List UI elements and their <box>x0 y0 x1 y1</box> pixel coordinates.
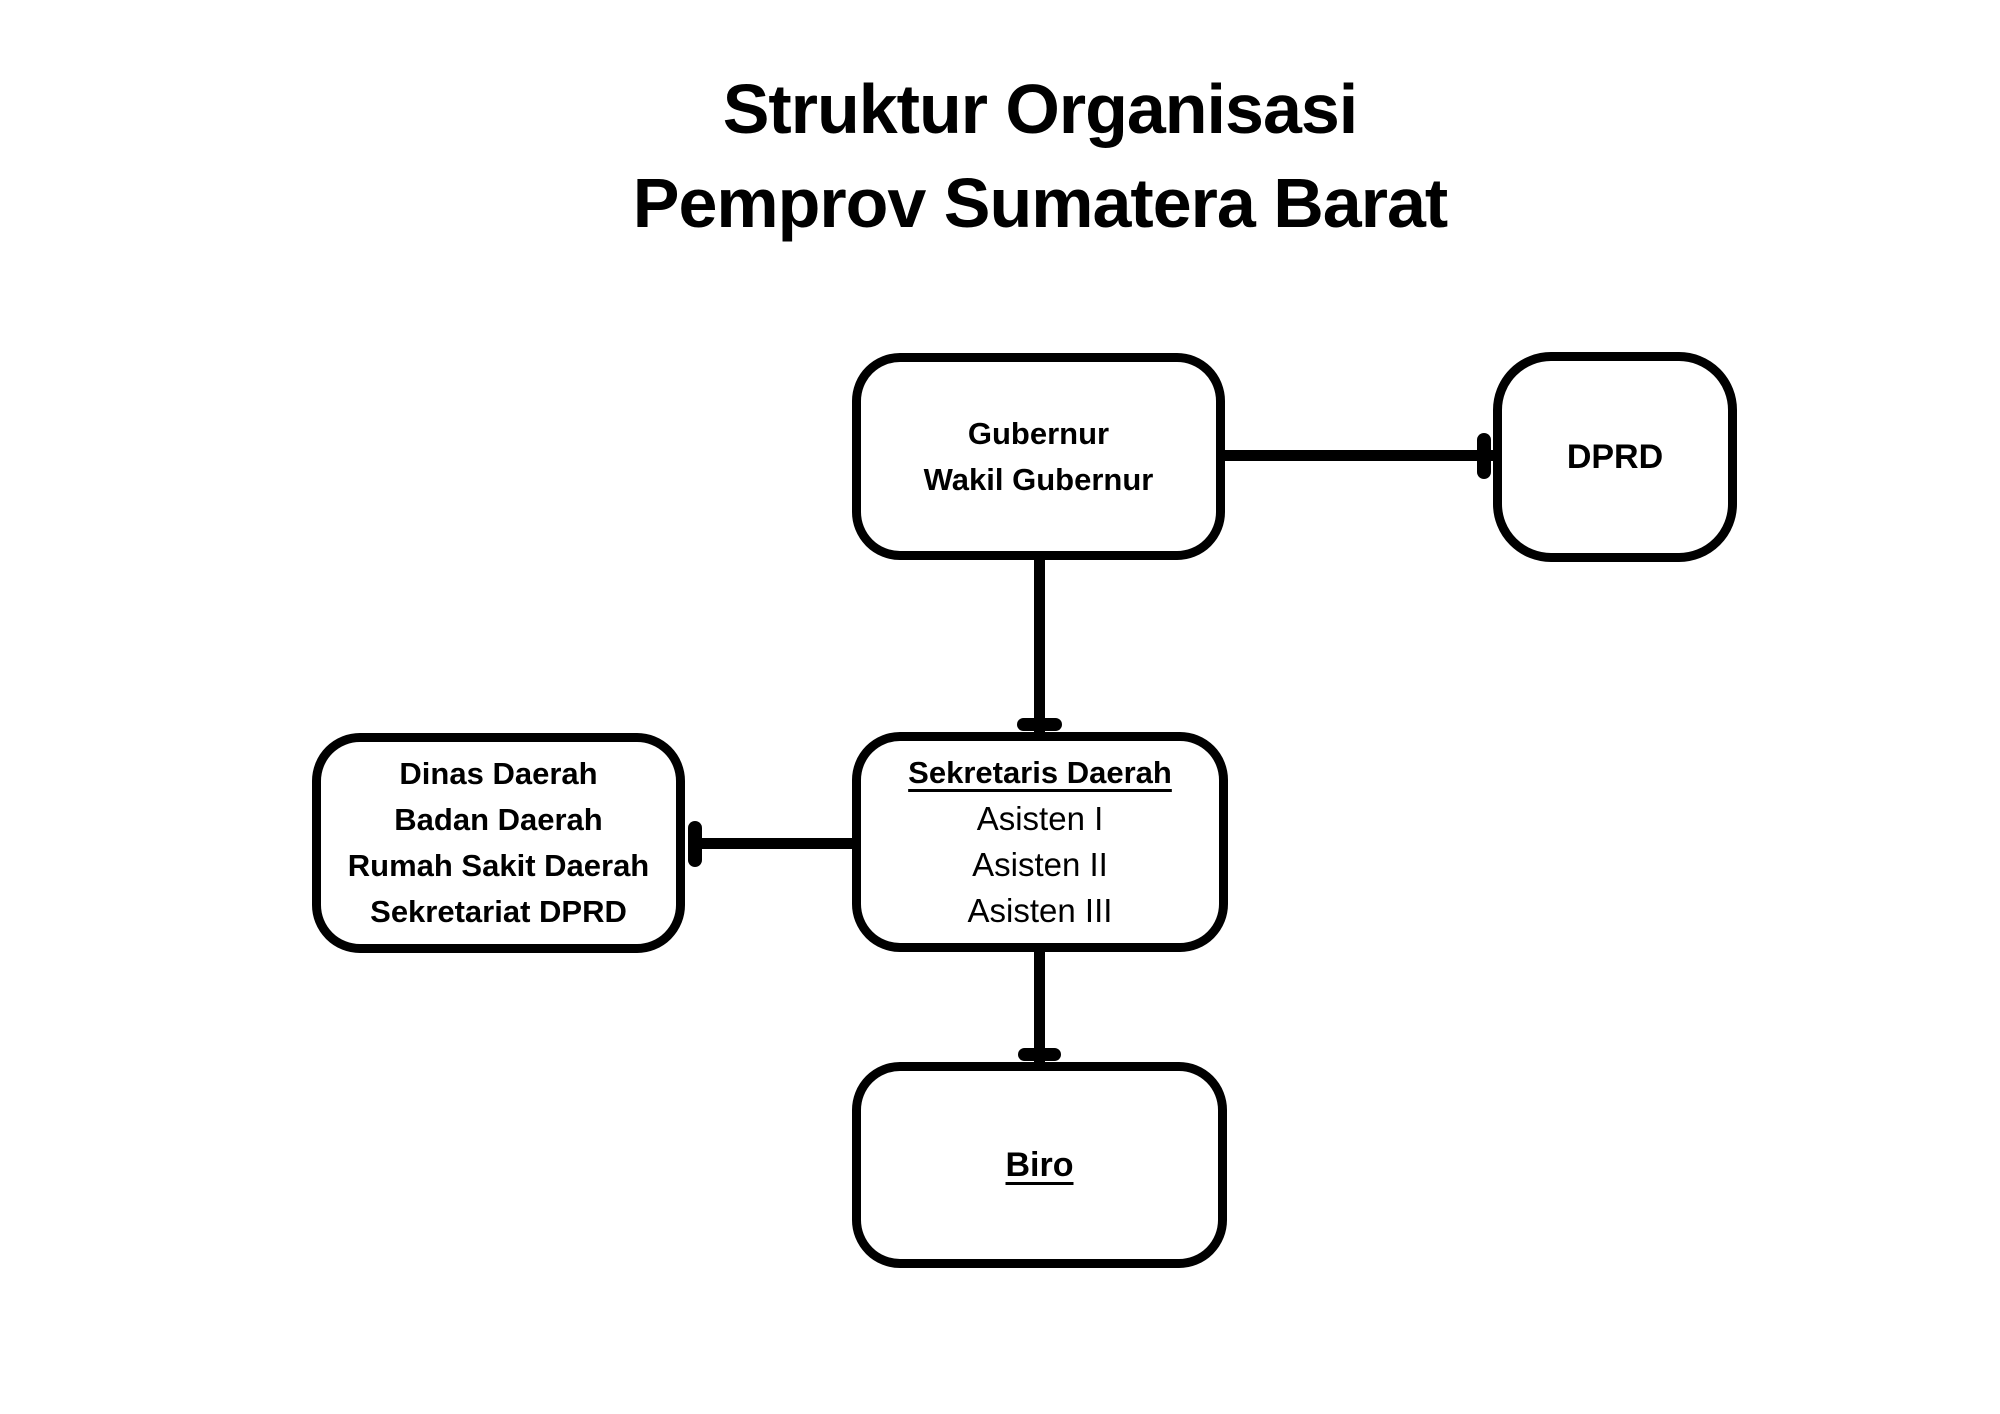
gubernur-line-2: Wakil Gubernur <box>923 461 1154 497</box>
sekretaris-item-2: Asisten II <box>972 846 1108 883</box>
connector-endcap-biro <box>1018 1048 1061 1061</box>
node-dprd: DPRD <box>1493 352 1737 562</box>
node-biro: Biro <box>852 1062 1227 1268</box>
node-sekretaris-daerah: Sekretaris Daerah Asisten I Asisten II A… <box>852 732 1228 952</box>
connector-endcap-perangkat <box>688 821 702 867</box>
sekretaris-heading: Sekretaris Daerah <box>908 755 1172 790</box>
perangkat-line-1: Dinas Daerah <box>399 756 598 791</box>
connector-gubernur-sekretaris <box>1034 558 1045 732</box>
node-gubernur: Gubernur Wakil Gubernur <box>852 353 1225 560</box>
dprd-label: DPRD <box>1566 438 1664 476</box>
chart-title-line2: Pemprov Sumatera Barat <box>632 164 1448 242</box>
connector-endcap-dprd <box>1477 433 1491 479</box>
connector-gubernur-dprd <box>1225 450 1493 461</box>
connector-endcap-sekretaris <box>1017 718 1062 731</box>
biro-label: Biro <box>1005 1146 1074 1184</box>
connector-sekretaris-biro <box>1034 950 1045 1062</box>
perangkat-line-3: Rumah Sakit Daerah <box>347 848 650 883</box>
perangkat-line-2: Badan Daerah <box>394 802 603 837</box>
sekretaris-item-1: Asisten I <box>976 800 1104 837</box>
node-perangkat-daerah: Dinas Daerah Badan Daerah Rumah Sakit Da… <box>312 733 685 953</box>
gubernur-line-1: Gubernur <box>967 415 1110 451</box>
connector-sekretaris-perangkat <box>698 838 854 849</box>
chart-title-line1: Struktur Organisasi <box>722 70 1359 148</box>
perangkat-line-4: Sekretariat DPRD <box>370 894 627 929</box>
chart-title: Struktur Organisasi Pemprov Sumatera Bar… <box>340 62 1740 250</box>
sekretaris-item-3: Asisten III <box>967 892 1113 929</box>
